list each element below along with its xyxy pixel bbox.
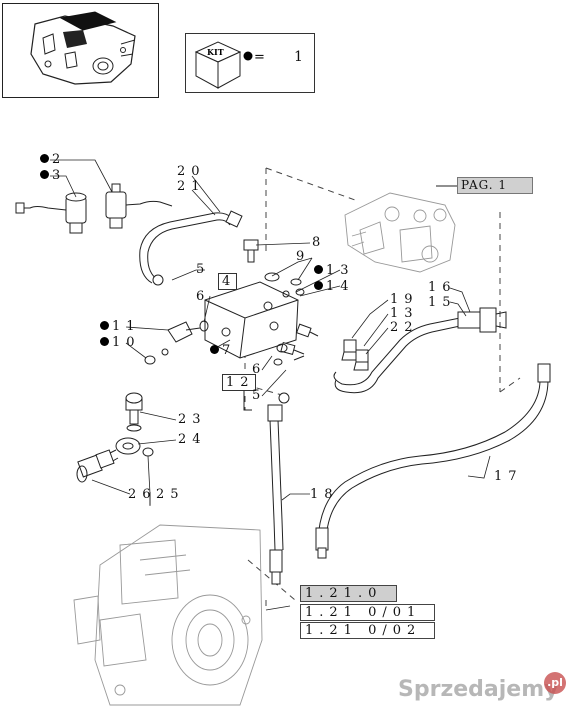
callout-number: 13 xyxy=(390,306,419,321)
callout-c8[interactable]: 8 xyxy=(312,236,326,250)
callout-c24[interactable]: 24 xyxy=(178,433,207,447)
valve-thumbnail-icon xyxy=(30,11,136,85)
callout-c26[interactable]: 26 xyxy=(128,488,157,502)
callout-c23[interactable]: 23 xyxy=(178,413,207,427)
callout-number: 2 xyxy=(52,152,67,167)
reference-sub-2[interactable]: 1.21 0/02 xyxy=(300,622,435,639)
bolt-23 xyxy=(125,392,143,425)
callout-number: 3 xyxy=(52,168,67,183)
callout-number: 4 xyxy=(218,273,238,290)
callout-number: 6 xyxy=(196,289,211,304)
callout-number: 10 xyxy=(112,335,141,350)
callout-c6a[interactable]: 6 xyxy=(196,290,210,304)
bullet-icon xyxy=(100,321,109,330)
union-26 xyxy=(76,449,115,483)
callout-number: 13 xyxy=(326,263,355,278)
kit-quantity: 1 xyxy=(294,49,303,65)
callout-number: 18 xyxy=(310,487,339,502)
callout-number: 15 xyxy=(428,295,457,310)
callout-c6b[interactable]: 6 xyxy=(252,363,266,377)
reference-sub-1[interactable]: 1.21 0/01 xyxy=(300,604,435,621)
bullet-icon xyxy=(243,51,253,61)
assembly-thumbnail xyxy=(2,3,159,98)
watermark-text: Sprzedajemy xyxy=(398,677,559,702)
hose-17 xyxy=(315,363,551,559)
kit-legend: KIT xyxy=(185,33,315,93)
callout-c19[interactable]: 19 xyxy=(390,293,419,307)
hose-18 xyxy=(267,392,290,585)
bullet-icon xyxy=(100,337,109,346)
callout-c10[interactable]: 10 xyxy=(100,336,141,350)
callout-number: 19 xyxy=(390,292,419,307)
reference-main[interactable]: 1.21.0 xyxy=(300,585,397,602)
callout-c9[interactable]: 9 xyxy=(296,250,310,264)
callout-number: 8 xyxy=(312,235,327,250)
pressure-switch xyxy=(341,339,369,371)
bullet-icon xyxy=(40,154,49,163)
pipe-right xyxy=(333,307,507,394)
callout-c13b[interactable]: 13 xyxy=(390,307,419,321)
callout-c5b[interactable]: 5 xyxy=(252,389,266,403)
callout-number: 6 xyxy=(252,362,267,377)
callout-c4[interactable]: 4 xyxy=(218,273,238,290)
callout-number: 9 xyxy=(296,249,311,264)
solenoid-3 xyxy=(15,192,87,234)
callout-c12[interactable]: 12 xyxy=(222,374,256,391)
callout-c3[interactable]: 3 xyxy=(40,169,66,183)
page-reference-tag[interactable]: PAG. 1 xyxy=(457,177,533,194)
callout-number: 24 xyxy=(178,432,207,447)
callout-number: 14 xyxy=(326,279,355,294)
callout-c18[interactable]: 18 xyxy=(310,488,339,502)
callout-number: 11 xyxy=(112,319,141,334)
callout-number: 16 xyxy=(428,280,457,295)
solenoid-2 xyxy=(105,183,173,229)
callout-number: 26 xyxy=(128,487,157,502)
callout-c15[interactable]: 15 xyxy=(428,296,457,310)
callout-number: 7 xyxy=(222,343,237,358)
callout-number: 23 xyxy=(178,412,207,427)
watermark-badge: .pl xyxy=(544,672,566,694)
bullet-icon xyxy=(40,170,49,179)
bullet-icon xyxy=(314,265,323,274)
valve-block xyxy=(204,281,299,359)
pipe-upper xyxy=(139,210,243,286)
callout-c14[interactable]: 14 xyxy=(314,280,355,294)
kit-equals: = xyxy=(254,50,265,65)
kit-box-icon: KIT xyxy=(194,41,242,89)
callout-number: 20 xyxy=(177,164,206,179)
callout-number: 5 xyxy=(252,388,267,403)
callout-c11[interactable]: 11 xyxy=(100,320,141,334)
callout-number: 25 xyxy=(156,487,185,502)
bullet-icon xyxy=(314,281,323,290)
callout-number: 17 xyxy=(494,469,523,484)
callout-number: 12 xyxy=(222,374,256,391)
ghost-valve-body xyxy=(344,192,456,273)
kit-label: KIT xyxy=(207,47,224,57)
callout-c16[interactable]: 16 xyxy=(428,281,457,295)
callout-c25[interactable]: 25 xyxy=(156,488,185,502)
callout-c2[interactable]: 2 xyxy=(40,153,66,167)
callout-c5a[interactable]: 5 xyxy=(196,263,210,277)
callout-c22[interactable]: 22 xyxy=(390,321,419,335)
ghost-housing xyxy=(73,524,263,706)
dashed-guides xyxy=(237,167,521,610)
callout-number: 21 xyxy=(177,179,206,194)
bolt-8 xyxy=(243,239,259,263)
callout-c7[interactable]: 7 xyxy=(210,344,236,358)
callout-number: 5 xyxy=(196,262,211,277)
callout-c13a[interactable]: 13 xyxy=(314,264,355,278)
callout-c20[interactable]: 20 xyxy=(177,165,206,179)
callout-c21[interactable]: 21 xyxy=(177,180,206,194)
fitting-11 xyxy=(167,321,201,343)
callout-c17[interactable]: 17 xyxy=(494,470,523,484)
bullet-icon xyxy=(210,345,219,354)
callout-number: 22 xyxy=(390,320,419,335)
